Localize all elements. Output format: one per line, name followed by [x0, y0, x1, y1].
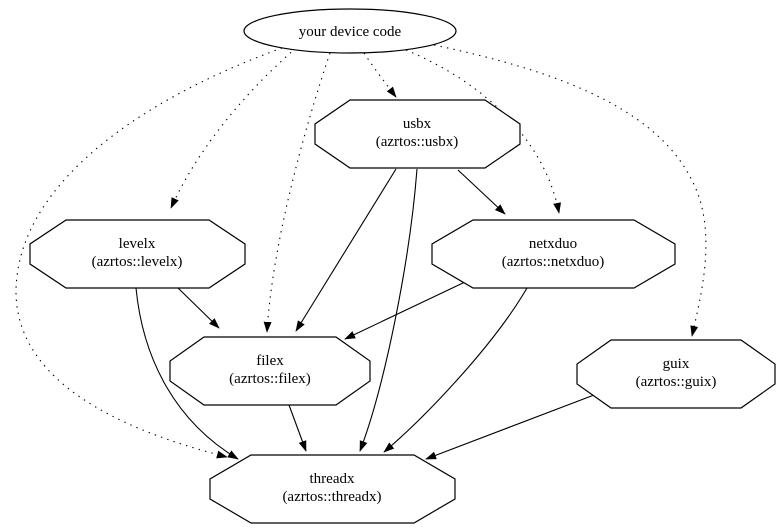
usbx-shape — [314, 99, 521, 169]
edge-usbx-threadx — [359, 168, 418, 452]
edge-usbx-netxduo — [457, 169, 506, 215]
guix-label: guix — [663, 356, 690, 372]
node-netxduo: netxduo (azrtos::netxduo) — [431, 219, 676, 289]
edge-device-netxduo — [405, 49, 561, 214]
filex-label: filex — [256, 353, 284, 369]
node-usbx: usbx (azrtos::usbx) — [314, 99, 521, 169]
netxduo-label: netxduo — [529, 236, 577, 252]
levelx-sublabel: (azrtos::levelx) — [92, 254, 183, 270]
levelx-label: levelx — [119, 236, 156, 252]
netxduo-sublabel: (azrtos::netxduo) — [502, 254, 604, 270]
filex-sublabel: (azrtos::filex) — [229, 371, 311, 387]
edge-layer — [15, 44, 707, 460]
your-device-code-shape — [243, 8, 457, 54]
edge-device-levelx — [170, 47, 297, 209]
node-layer: your device code usbx (azrtos::usbx) lev… — [29, 8, 776, 524]
edge-levelx-filex — [177, 287, 220, 329]
threadx-sublabel: (azrtos::threadx) — [282, 489, 381, 505]
usbx-sublabel: (azrtos::usbx) — [376, 134, 458, 150]
edge-levelx-threadx — [135, 287, 239, 460]
guix-sublabel: (azrtos::guix) — [636, 374, 717, 390]
edge-filex-threadx — [288, 404, 307, 452]
node-guix: guix (azrtos::guix) — [576, 339, 776, 409]
threadx-shape — [209, 454, 456, 524]
threadx-label: threadx — [310, 471, 355, 487]
node-filex: filex (azrtos::filex) — [169, 336, 371, 406]
node-levelx: levelx (azrtos::levelx) — [29, 219, 246, 289]
node-threadx: threadx (azrtos::threadx) — [209, 454, 456, 524]
netxduo-shape — [431, 219, 676, 289]
edge-netxduo-filex — [344, 281, 466, 340]
usbx-label: usbx — [403, 116, 432, 132]
filex-shape — [169, 336, 371, 406]
edge-device-guix — [433, 44, 707, 337]
guix-shape — [576, 339, 776, 409]
edge-usbx-filex — [295, 168, 397, 332]
your-device-code-label: your device code — [299, 24, 402, 40]
edge-netxduo-threadx — [383, 287, 528, 453]
edge-device-filex — [263, 52, 331, 333]
edge-guix-threadx — [425, 394, 595, 460]
node-your-device-code: your device code — [243, 8, 457, 54]
edge-device-usbx — [363, 52, 397, 98]
levelx-shape — [29, 219, 246, 289]
